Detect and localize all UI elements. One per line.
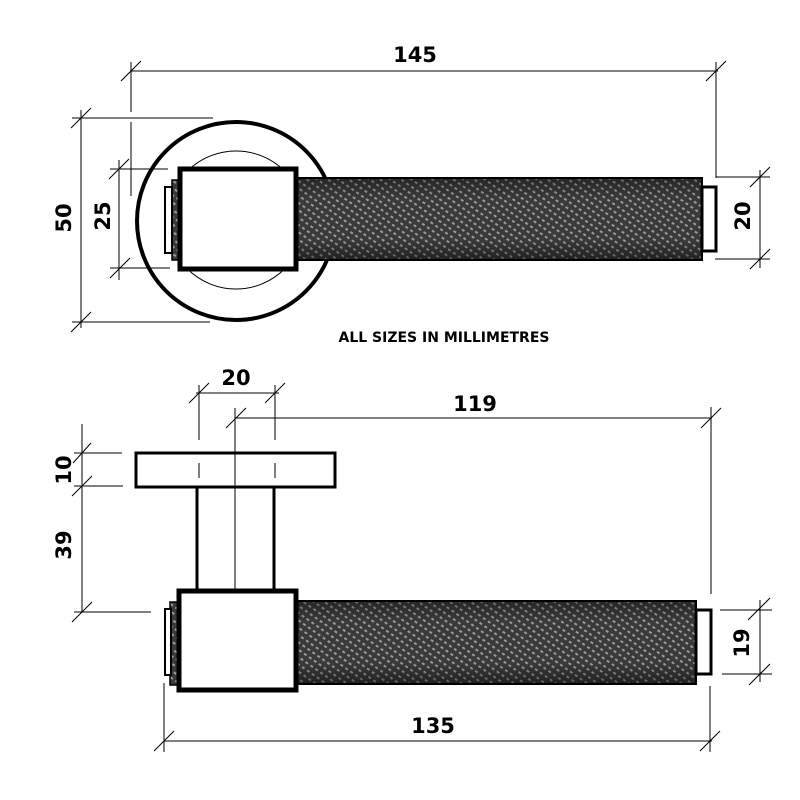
dimension-119: 119 xyxy=(225,392,722,594)
dimension-label: 20 xyxy=(221,366,250,390)
dimension-50: 50 xyxy=(52,107,213,333)
dimension-label: 145 xyxy=(393,43,437,67)
dimension-label: 19 xyxy=(730,628,754,657)
dimension-label: 50 xyxy=(52,203,76,232)
square-boss-side xyxy=(176,588,299,693)
dimension-145: 145 xyxy=(120,43,727,196)
dimension-20-top: 20 xyxy=(188,366,286,440)
dimension-label: 39 xyxy=(52,530,76,559)
knurled-lever-bar-side xyxy=(296,600,697,685)
dimension-label: 135 xyxy=(411,714,455,738)
lever-end-cap xyxy=(700,185,718,253)
dimension-label: 10 xyxy=(52,455,76,484)
dimension-19: 19 xyxy=(720,597,772,686)
dimension-39: 39 xyxy=(52,530,151,623)
units-note: ALL SIZES IN MILLIMETRES xyxy=(339,330,550,346)
dimension-25: 25 xyxy=(91,158,170,280)
dimension-label: 25 xyxy=(91,201,115,230)
lever-end-cap-side xyxy=(694,608,713,676)
left-cap-side xyxy=(164,608,172,676)
side-view: 20 119 10 39 xyxy=(52,366,772,752)
knurled-lever-bar xyxy=(296,177,703,261)
dimension-20-right: 20 xyxy=(715,166,771,270)
dimension-label: 119 xyxy=(453,392,497,416)
dimension-label: 20 xyxy=(731,201,755,230)
spindle-stem xyxy=(195,408,276,590)
top-view: 145 50 25 20 xyxy=(52,43,771,333)
left-cap xyxy=(164,186,173,254)
dimension-10: 10 xyxy=(52,424,123,612)
dimension-135: 135 xyxy=(153,683,721,752)
square-boss xyxy=(177,166,299,272)
